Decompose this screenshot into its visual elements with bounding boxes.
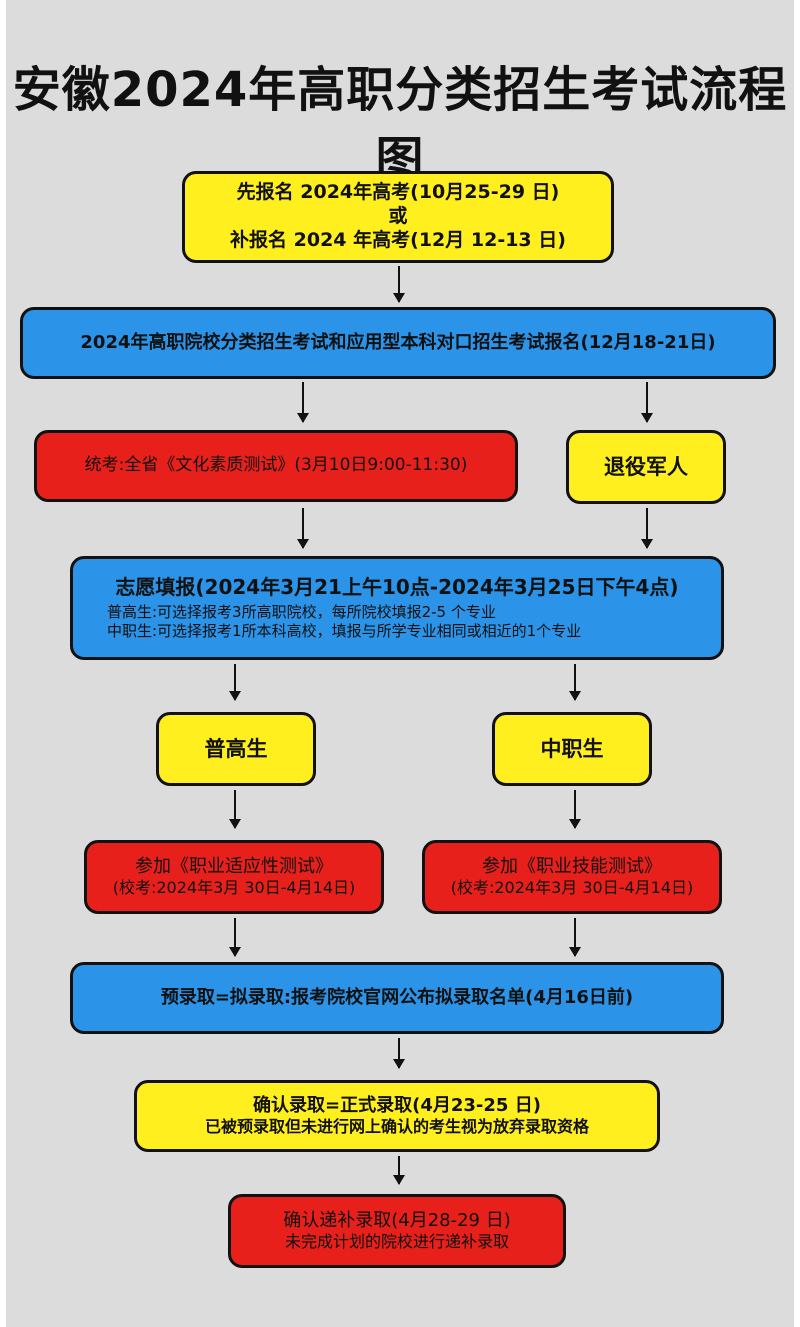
supplement-line-2: 未完成计划的院校进行递补录取	[284, 1232, 509, 1252]
general-hs-text: 普高生	[204, 736, 268, 761]
application-heading: 志愿填报(2024年3月21上午10点-2024年3月25日下午4点)	[115, 575, 679, 600]
skills-test-line-1: 参加《职业技能测试》	[482, 855, 662, 877]
application-box: 志愿填报(2024年3月21上午10点-2024年3月25日下午4点) 普高生:…	[70, 556, 724, 660]
arrow-down-6b	[569, 918, 581, 957]
arrow-down-5b	[569, 790, 581, 829]
arrow-down-4b	[569, 664, 581, 701]
arrow-down-3b	[641, 508, 653, 549]
arrow-down-3a	[297, 508, 309, 549]
confirm-box: 确认录取=正式录取(4月23-25 日) 已被预录取但未进行网上确认的考生视为放…	[134, 1080, 660, 1152]
arrow-down-2b	[641, 382, 653, 423]
unified-exam-text: 统考:全省《文化素质测试》(3月10日9:00-11:30)	[84, 455, 468, 476]
arrow-down-1	[393, 266, 405, 303]
page-title: 安徽2024年高职分类招生考试流程图	[12, 62, 788, 188]
arrow-down-6a	[229, 918, 241, 957]
vocational-hs-box: 中职生	[492, 712, 652, 786]
general-hs-box: 普高生	[156, 712, 316, 786]
arrow-down-8	[393, 1156, 405, 1185]
veterans-text: 退役军人	[604, 454, 688, 479]
application-line-2: 中职生:可选择报考1所本科高校，填报与所学专业相同或相近的1个专业	[107, 622, 582, 640]
aptitude-test-line-2: (校考:2024年3月 30日-4月14日)	[112, 878, 356, 898]
arrow-down-7	[393, 1038, 405, 1069]
skills-test-line-2: (校考:2024年3月 30日-4月14日)	[450, 878, 694, 898]
vocational-hs-text: 中职生	[540, 736, 604, 761]
pre-register-or: 或	[388, 205, 408, 228]
unified-exam-box: 统考:全省《文化素质测试》(3月10日9:00-11:30)	[34, 430, 518, 502]
skills-test-box: 参加《职业技能测试》 (校考:2024年3月 30日-4月14日)	[422, 840, 722, 914]
application-line-1: 普高生:可选择报考3所高职院校，每所院校填报2-5 个专业	[107, 603, 496, 622]
aptitude-test-box: 参加《职业适应性测试》 (校考:2024年3月 30日-4月14日)	[84, 840, 384, 914]
aptitude-test-line-1: 参加《职业适应性测试》	[135, 855, 333, 877]
arrow-down-2a	[297, 382, 309, 423]
pre-admission-text: 预录取=拟录取:报考院校官网公布拟录取名单(4月16日前)	[160, 986, 634, 1008]
pre-register-line-3: 补报名 2024 年高考(12月 12-13 日)	[230, 228, 566, 251]
register-text: 2024年高职院校分类招生考试和应用型本科对口招生考试报名(12月18-21日)	[80, 331, 716, 353]
register-box: 2024年高职院校分类招生考试和应用型本科对口招生考试报名(12月18-21日)	[20, 307, 776, 379]
pre-register-line-1: 先报名 2024年高考(10月25-29 日)	[236, 181, 560, 204]
pre-register-box: 先报名 2024年高考(10月25-29 日) 或 补报名 2024 年高考(1…	[182, 171, 614, 263]
supplement-box: 确认递补录取(4月28-29 日) 未完成计划的院校进行递补录取	[228, 1194, 566, 1268]
arrow-down-5a	[229, 790, 241, 829]
confirm-line-2: 已被预录取但未进行网上确认的考生视为放弃录取资格	[204, 1117, 589, 1137]
veterans-box: 退役军人	[566, 430, 726, 504]
arrow-down-4a	[229, 664, 241, 701]
pre-admission-box: 预录取=拟录取:报考院校官网公布拟录取名单(4月16日前)	[70, 962, 724, 1034]
supplement-line-1: 确认递补录取(4月28-29 日)	[283, 1209, 511, 1231]
confirm-line-1: 确认录取=正式录取(4月23-25 日)	[253, 1094, 541, 1116]
